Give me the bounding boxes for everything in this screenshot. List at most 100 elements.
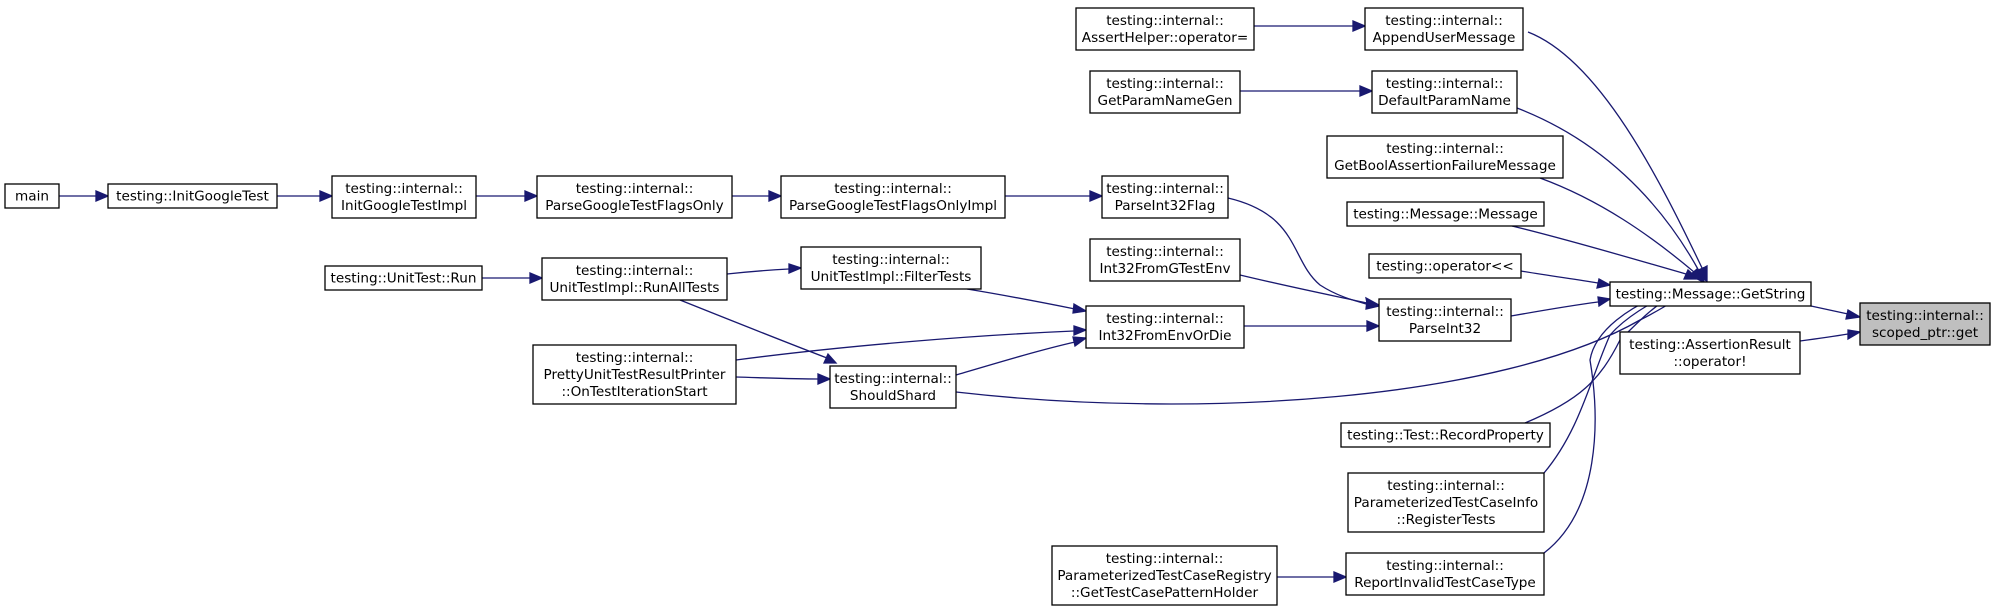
edge-flagsonly-to-flagsonlyimpl <box>732 190 783 202</box>
node-unittestrun[interactable]: testing::UnitTest::Run <box>324 265 483 291</box>
node-label-line: testing::internal:: <box>345 181 463 197</box>
node-getstring[interactable]: testing::Message::GetString <box>1609 281 1812 307</box>
edge-line <box>955 295 1683 405</box>
node-label-line: ParseGoogleTestFlagsOnlyImpl <box>789 198 997 214</box>
edge-initimpl-to-flagsonly <box>476 190 539 202</box>
node-label-line: InitGoogleTestImpl <box>341 198 467 214</box>
edge-opstream-to-getstring <box>1520 270 1612 289</box>
edge-line <box>1799 333 1849 342</box>
node-box <box>1368 253 1522 279</box>
edge-line <box>1239 274 1368 304</box>
edge-main-to-initgoogle <box>59 190 110 202</box>
node-runalltests[interactable]: testing::internal::UnitTestImpl::RunAllT… <box>541 257 728 301</box>
node-label-line: ::operator! <box>1673 354 1746 370</box>
node-label-line: testing::UnitTest::Run <box>331 271 477 287</box>
node-box <box>1101 175 1229 219</box>
node-box <box>1371 70 1518 114</box>
node-label-line: testing::internal:: <box>1387 478 1505 494</box>
node-asserthelper[interactable]: testing::internal::AssertHelper::operato… <box>1075 7 1255 51</box>
node-label-line: testing::internal:: <box>1386 76 1504 92</box>
node-label-line: testing::internal:: <box>1106 244 1224 260</box>
edge-arrowhead <box>1596 278 1612 289</box>
edge-arrowhead <box>319 190 334 202</box>
node-flagsonly[interactable]: testing::internal::ParseGoogleTestFlagsO… <box>536 175 733 219</box>
node-get[interactable]: testing::internal::scoped_ptr::get <box>1859 302 1991 346</box>
edge-int32fromgtest-to-parseint32 <box>1239 274 1381 309</box>
node-initimpl[interactable]: testing::internal::InitGoogleTestImpl <box>331 175 477 219</box>
edge-line <box>1810 305 1849 315</box>
node-main[interactable]: main <box>4 183 60 209</box>
edge-pretty-to-int32fromenv <box>735 325 1088 361</box>
node-box <box>536 175 733 219</box>
node-flagsonlyimpl[interactable]: testing::internal::ParseGoogleTestFlagsO… <box>780 175 1006 219</box>
edge-arrowhead <box>1089 190 1104 202</box>
edge-arrowhead <box>1365 296 1381 309</box>
edge-flagsonlyimpl-to-parseint32flag <box>1005 190 1104 202</box>
edge-arrowhead <box>1366 320 1381 332</box>
node-reportinvalid[interactable]: testing::internal::ReportInvalidTestCase… <box>1345 552 1545 596</box>
node-label-line: main <box>15 189 49 205</box>
node-label-line: testing::internal:: <box>1106 76 1224 92</box>
node-label-line: testing::internal:: <box>1386 304 1504 320</box>
node-opstream[interactable]: testing::operator<< <box>1368 253 1522 279</box>
node-defparam[interactable]: testing::internal::DefaultParamName <box>1371 70 1518 114</box>
node-label-line: UnitTestImpl::RunAllTests <box>549 280 719 296</box>
edge-registertests-to-getstring <box>1543 286 1690 474</box>
edge-int32fromenv-to-parseint32 <box>1244 320 1381 332</box>
edge-arrowhead <box>95 190 110 202</box>
node-label-line: ::GetTestCasePatternHolder <box>1071 585 1259 601</box>
node-shouldshard[interactable]: testing::internal::ShouldShard <box>829 365 957 409</box>
node-label-line: testing::internal:: <box>834 371 952 387</box>
node-msgctor[interactable]: testing::Message::Message <box>1346 201 1545 227</box>
node-box <box>800 246 982 290</box>
node-label-line: GetParamNameGen <box>1098 93 1233 109</box>
edge-arrowhead <box>1597 296 1612 308</box>
node-registertests[interactable]: testing::internal::ParameterizedTestCase… <box>1347 472 1545 533</box>
edge-arrowhead <box>1359 85 1374 97</box>
node-label-line: testing::Message::Message <box>1353 207 1538 223</box>
node-int32fromgtest[interactable]: testing::internal::Int32FromGTestEnv <box>1089 238 1241 282</box>
node-box <box>1051 545 1278 606</box>
node-box <box>541 257 728 301</box>
node-box <box>780 175 1006 219</box>
node-filtertests[interactable]: testing::internal::UnitTestImpl::FilterT… <box>800 246 982 290</box>
node-label-line: ParameterizedTestCaseInfo <box>1354 495 1538 511</box>
node-label-line: testing::internal:: <box>576 350 694 366</box>
node-parseint32flag[interactable]: testing::internal::ParseInt32Flag <box>1101 175 1229 219</box>
node-label-line: ParseInt32Flag <box>1115 198 1216 214</box>
node-label-line: ShouldShard <box>850 388 936 404</box>
node-label-line: testing::internal:: <box>1386 141 1504 157</box>
node-box <box>1609 281 1812 307</box>
edge-line <box>1524 293 1676 424</box>
node-int32fromenv[interactable]: testing::internal::Int32FromEnvOrDie <box>1085 305 1245 349</box>
node-box <box>324 265 483 291</box>
node-label-line: testing::Test::RecordProperty <box>1347 428 1544 444</box>
edge-line <box>735 376 819 380</box>
node-label-line: testing::internal:: <box>1106 13 1224 29</box>
node-pretty[interactable]: testing::internal::PrettyUnitTestResultP… <box>532 344 737 405</box>
node-box <box>1075 7 1255 51</box>
node-getbool[interactable]: testing::internal::GetBoolAssertionFailu… <box>1326 135 1564 179</box>
node-label-line: testing::AssertionResult <box>1629 337 1791 353</box>
node-label-line: testing::internal:: <box>1106 551 1224 567</box>
node-recordprop[interactable]: testing::Test::RecordProperty <box>1340 422 1551 448</box>
node-getpattern[interactable]: testing::internal::ParameterizedTestCase… <box>1051 545 1278 606</box>
edge-pretty-to-shouldshard <box>735 373 832 385</box>
node-label-line: testing::internal:: <box>1386 558 1504 574</box>
node-parseint32[interactable]: testing::internal::ParseInt32 <box>1378 298 1512 342</box>
node-appendmsg[interactable]: testing::internal::AppendUserMessage <box>1364 7 1524 51</box>
node-box <box>331 175 477 219</box>
edge-line <box>1543 291 1677 474</box>
node-assertop[interactable]: testing::AssertionResult::operator! <box>1619 331 1801 375</box>
edge-arrowhead <box>1073 325 1088 336</box>
node-label-line: testing::internal:: <box>1106 311 1224 327</box>
node-initgoogle[interactable]: testing::InitGoogleTest <box>107 183 278 209</box>
node-label-line: ParameterizedTestCaseRegistry <box>1057 568 1271 584</box>
edge-parseint32-to-getstring <box>1510 296 1612 317</box>
edge-getparamgen-to-defparam <box>1240 85 1374 97</box>
edge-line <box>1511 225 1687 275</box>
edge-arrowhead <box>768 190 783 202</box>
edge-line <box>1543 291 1669 554</box>
edge-runalltests-to-shouldshard <box>679 299 838 364</box>
node-getparamgen[interactable]: testing::internal::GetParamNameGen <box>1089 70 1241 114</box>
